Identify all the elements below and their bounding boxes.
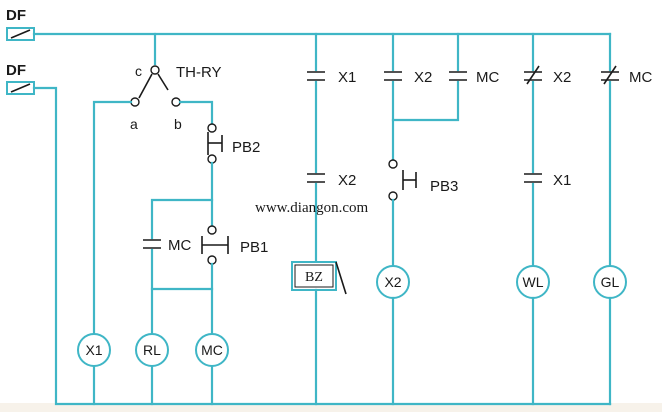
df2-label: DF: [6, 62, 26, 79]
selector-a-node: [130, 97, 140, 107]
lamp-gl: GL: [593, 265, 627, 299]
rung1-x1-contact: [307, 71, 325, 81]
breaker-df2: [6, 81, 35, 95]
lamp-wl-label: WL: [523, 274, 544, 290]
pb3-label: PB3: [430, 178, 458, 195]
buzzer-bz: BZ: [291, 261, 347, 295]
branch-b-wire: [178, 100, 214, 126]
df1-label: DF: [6, 7, 26, 24]
selector-blade-b: [157, 73, 169, 91]
pb1-button: [201, 225, 229, 265]
rung1-x2-label: X2: [338, 172, 356, 189]
selector-name: TH-RY: [176, 64, 222, 81]
rung2-mc-label: MC: [476, 69, 499, 86]
coil-x2-label: X2: [384, 274, 401, 290]
selector-blade: [138, 73, 153, 99]
rung3-x1-label: X1: [553, 172, 571, 189]
selector-c-label: c: [135, 63, 142, 79]
pb2-button: [207, 123, 223, 164]
pb3-button: [388, 159, 417, 201]
rung2-x2-label: X2: [414, 69, 432, 86]
footer-strip: [0, 403, 662, 412]
coil-mc-label: MC: [201, 342, 223, 358]
bottom-bus: [32, 86, 612, 406]
lamp-gl-label: GL: [601, 274, 620, 290]
selector-b-label: b: [174, 116, 182, 132]
rung1-x1-label: X1: [338, 69, 356, 86]
coil-rl: RL: [135, 333, 169, 367]
breaker-df1: [6, 27, 35, 41]
rung3-x2-label: X2: [553, 69, 571, 86]
pb2-label: PB2: [232, 139, 260, 156]
rung4-mc-nc-contact: [601, 65, 619, 85]
mc-hold-top-wire: [150, 198, 214, 240]
coil-x1-left-label: X1: [85, 342, 102, 358]
buzzer-label: BZ: [305, 270, 323, 285]
rung2-mc-contact: [449, 71, 467, 81]
lamp-wl: WL: [516, 265, 550, 299]
rung2-par-join: [391, 80, 460, 122]
rung4-mc-label: MC: [629, 69, 652, 86]
selector-a-label: a: [130, 116, 138, 132]
selector-common-node: [150, 65, 160, 75]
coil-rl-label: RL: [143, 342, 161, 358]
watermark-text: www.diangon.com: [255, 200, 369, 216]
coil-mc: MC: [195, 333, 229, 367]
pb1-label: PB1: [240, 239, 268, 256]
mc-hold-contact: [143, 239, 161, 249]
mc-hold-label: MC: [168, 237, 191, 254]
rung3-x1-contact: [524, 173, 542, 183]
rung2-x2-contact: [384, 71, 402, 81]
selector-b-node: [171, 97, 181, 107]
branch-a-wire: [92, 100, 133, 336]
rung3-x2-nc-contact: [524, 65, 542, 85]
coil-x1-left: X1: [77, 333, 111, 367]
rung1-x2-contact: [307, 173, 325, 183]
coil-x2: X2: [376, 265, 410, 299]
